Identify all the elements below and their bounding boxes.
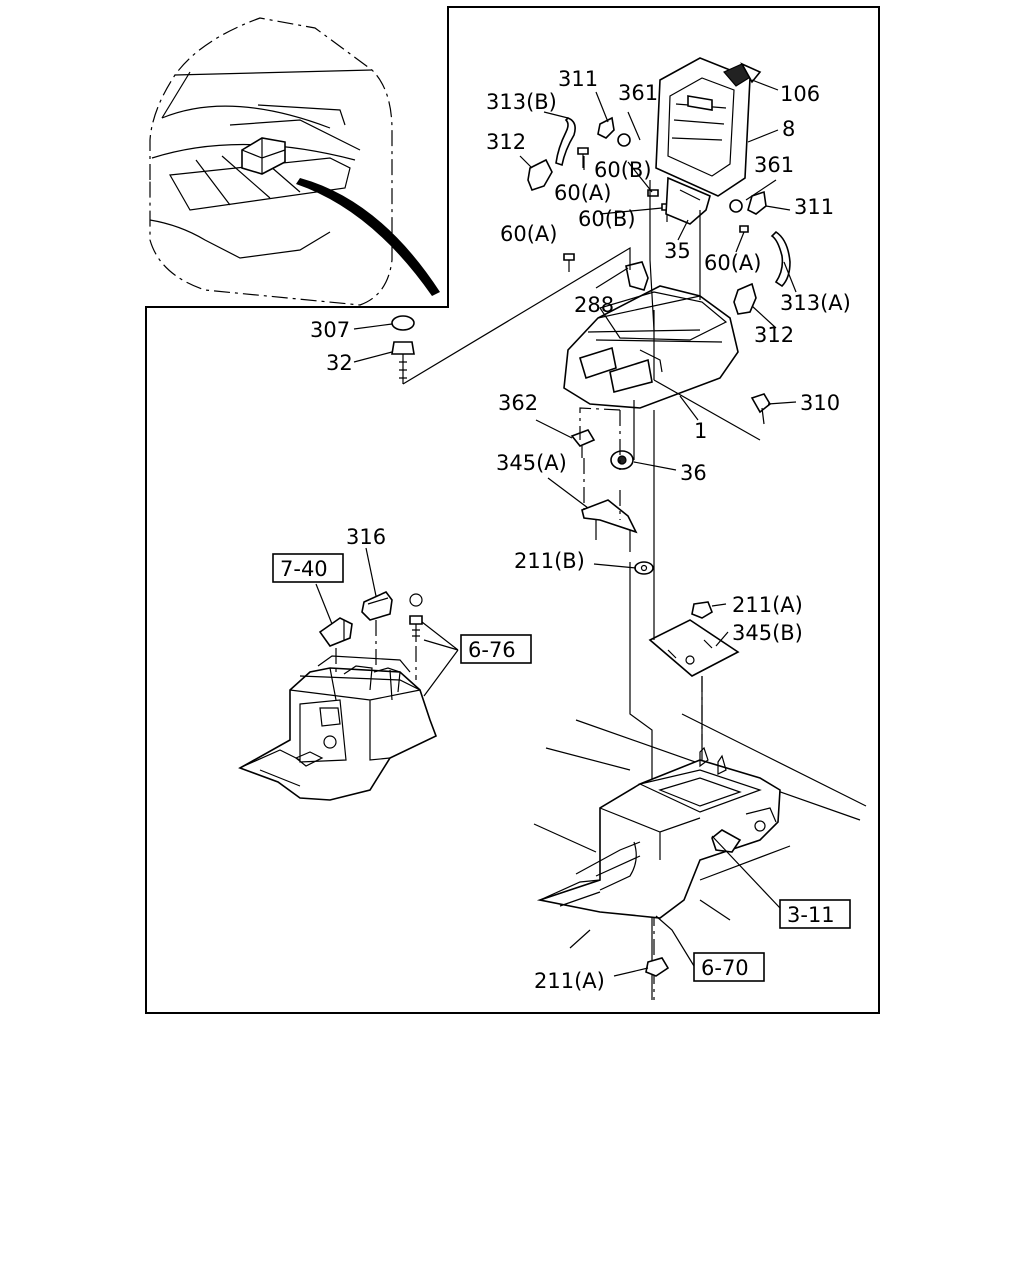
label-312-right: 312 <box>754 323 794 347</box>
label-106: 106 <box>780 82 820 106</box>
label-60a-right: 60(A) <box>704 251 761 275</box>
label-60a-top: 60(A) <box>554 181 611 205</box>
cab-inset-drawing <box>149 17 440 306</box>
label-307: 307 <box>310 318 350 342</box>
ref-label-6-76: 6-76 <box>468 638 516 662</box>
label-211a-top: 211(A) <box>732 593 803 617</box>
label-60b-top: 60(B) <box>594 158 652 182</box>
label-32: 32 <box>326 351 353 375</box>
reference-boxes: 7-40 6-76 3-11 6-70 <box>272 553 851 982</box>
label-345a: 345(A) <box>496 451 567 475</box>
overhead-console-assembly <box>391 57 791 1000</box>
label-312-left: 312 <box>486 130 526 154</box>
label-36: 36 <box>680 461 707 485</box>
label-211a-bottom: 211(A) <box>534 969 605 993</box>
label-362: 362 <box>498 391 538 415</box>
label-313a: 313(A) <box>780 291 851 315</box>
label-8: 8 <box>782 117 795 141</box>
ref-label-7-40: 7-40 <box>280 557 328 581</box>
diagram-frame <box>145 6 880 1014</box>
label-361-top: 361 <box>618 81 658 105</box>
label-311-top: 311 <box>558 67 598 91</box>
leader-lines <box>315 79 797 977</box>
label-288: 288 <box>574 293 614 317</box>
ref-box-6-76 <box>460 634 532 664</box>
label-310: 310 <box>800 391 840 415</box>
label-211b: 211(B) <box>514 549 585 573</box>
ref-box-3-11 <box>779 899 851 929</box>
label-60a-left: 60(A) <box>500 222 557 246</box>
ref-label-3-11: 3-11 <box>787 903 835 927</box>
label-60b-mid: 60(B) <box>578 207 636 231</box>
ref-box-7-40 <box>272 553 344 583</box>
label-311-right: 311 <box>794 195 834 219</box>
label-1: 1 <box>694 419 707 443</box>
ref-box-6-70 <box>693 952 765 982</box>
ref-label-6-70: 6-70 <box>701 956 749 980</box>
label-313b: 313(B) <box>486 90 557 114</box>
label-361-right: 361 <box>754 153 794 177</box>
floor-console-drawing <box>533 713 867 977</box>
center-console-drawing <box>238 591 438 801</box>
label-316: 316 <box>346 525 386 549</box>
part-labels: 106 8 361 311 313(B) 312 60(B) 60(A) 60(… <box>310 67 851 993</box>
label-35: 35 <box>664 239 691 263</box>
label-345b: 345(B) <box>732 621 803 645</box>
